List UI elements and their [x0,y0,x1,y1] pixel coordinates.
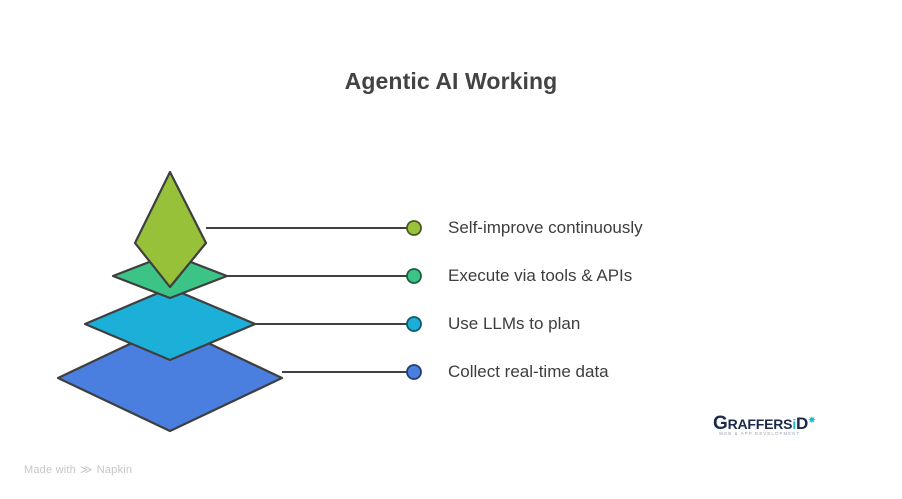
layer-label-2: Use LLMs to plan [448,314,581,333]
pyramid-apex-self-improve[interactable] [133,170,208,289]
napkin-watermark[interactable]: Made with ≫ Napkin [24,462,133,477]
logo-letter-d: D [796,414,809,433]
bullet-dot-2[interactable] [406,316,422,332]
layer-label-3: Collect real-time data [448,362,609,381]
graffersid-logo: GRAFFERSiD✷ WEB & APP DEVELOPMENT [713,414,816,442]
napkin-prefix-text: Made with [24,464,76,476]
graffersid-tagline: WEB & APP DEVELOPMENT [719,431,801,436]
napkin-logo-icon: ≫ [79,462,93,477]
logo-letter-i: i [792,416,797,432]
bullet-dot-3[interactable] [406,364,422,380]
graffersid-logo-wordmark: GRAFFERSiD✷ [713,413,816,434]
pyramid-layer-use-llms-to-plan[interactable] [83,286,257,362]
page-title: Agentic AI Working [344,68,558,94]
napkin-brand-text: Napkin [96,464,133,476]
pyramid-layer-collect-real-time-data[interactable] [56,323,284,433]
bullet-dot-1[interactable] [406,268,422,284]
logo-letters-raffers: RAFFERS [727,416,793,432]
logo-star-icon: ✷ [808,415,816,425]
layer-label-1: Execute via tools & APIs [448,266,633,285]
layer-label-0: Self-improve continuously [448,218,643,237]
bullet-dot-0[interactable] [406,220,422,236]
logo-letter-g: G [713,413,728,434]
